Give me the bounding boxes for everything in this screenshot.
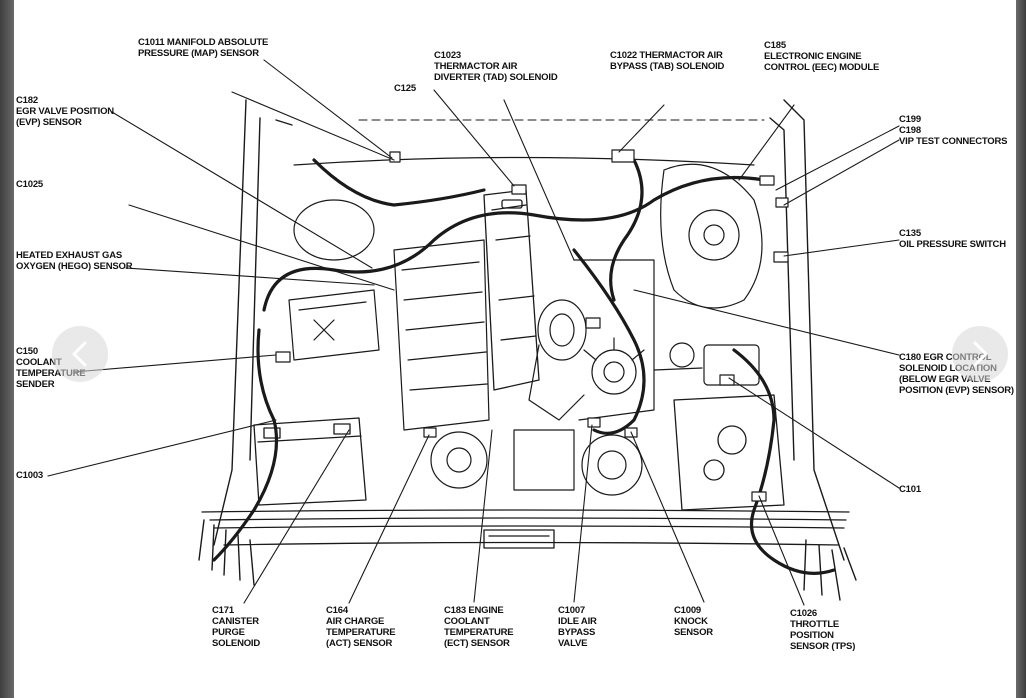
alternator [430,429,643,496]
engine-block [393,239,655,431]
label-c1009: C1009 KNOCK SENSOR [674,605,713,638]
right-fender [769,99,845,561]
label-c1007: C1007 IDLE AIR BYPASS VALVE [558,605,597,649]
label-c125: C125 [394,83,416,94]
label-c164: C164 AIR CHARGE TEMPERATURE (ACT) SENSOR [326,605,396,649]
label-c1025: C1025 [16,179,43,190]
label-c185: C185 ELECTRONIC ENGINE CONTROL (EEC) MOD… [764,40,880,73]
diagram-sheet: C1011 MANIFOLD ABSOLUTE PRESSURE (MAP) S… [14,0,1016,698]
engine-compartment-diagram [47,59,900,606]
air-cleaner [288,199,380,361]
brake-master [653,342,760,386]
throttle-body [528,299,587,421]
label-c1026: C1026 THROTTLE POSITION SENSOR (TPS) [790,608,856,652]
label-hego: HEATED EXHAUST GAS OXYGEN (HEGO) SENSOR [16,250,133,272]
label-c199-c198: C199 C198 VIP TEST CONNECTORS [899,114,1008,147]
harness-connectors [275,149,789,502]
leader-lines [47,59,900,606]
previous-image-button[interactable] [52,326,108,382]
viewer-frame-left [0,0,14,698]
viewer-frame-right [1016,0,1026,698]
label-c1011: C1011 MANIFOLD ABSOLUTE PRESSURE (MAP) S… [138,37,269,59]
label-c183: C183 ENGINE COOLANT TEMPERATURE (ECT) SE… [444,605,514,649]
firewall [293,156,755,166]
eec-area [660,163,763,309]
washer-reservoir [673,394,785,511]
label-c1022: C1022 THERMACTOR AIR BYPASS (TAB) SOLENO… [610,50,725,72]
left-fender [213,99,293,546]
distributor [583,337,645,395]
next-image-button[interactable] [952,326,1008,382]
label-c150: C150 COOLANT TEMPERATURE SENDER [16,346,86,390]
chevron-left-icon [72,341,87,367]
label-c135: C135 OIL PRESSURE SWITCH [899,228,1006,250]
label-c182: C182 EGR VALVE POSITION (EVP) SENSOR [16,95,114,128]
intake-plenum [483,189,540,391]
label-c171: C171 CANISTER PURGE SOLENOID [212,605,261,649]
label-c1023: C1023 THERMACTOR AIR DIVERTER (TAD) SOLE… [434,50,558,83]
bottom-left-connectors [198,519,857,601]
label-c101: C101 [899,484,921,495]
battery [253,417,367,506]
wiring-harness [212,158,836,575]
label-c1003: C1003 [16,470,43,481]
chevron-right-icon [973,341,988,367]
